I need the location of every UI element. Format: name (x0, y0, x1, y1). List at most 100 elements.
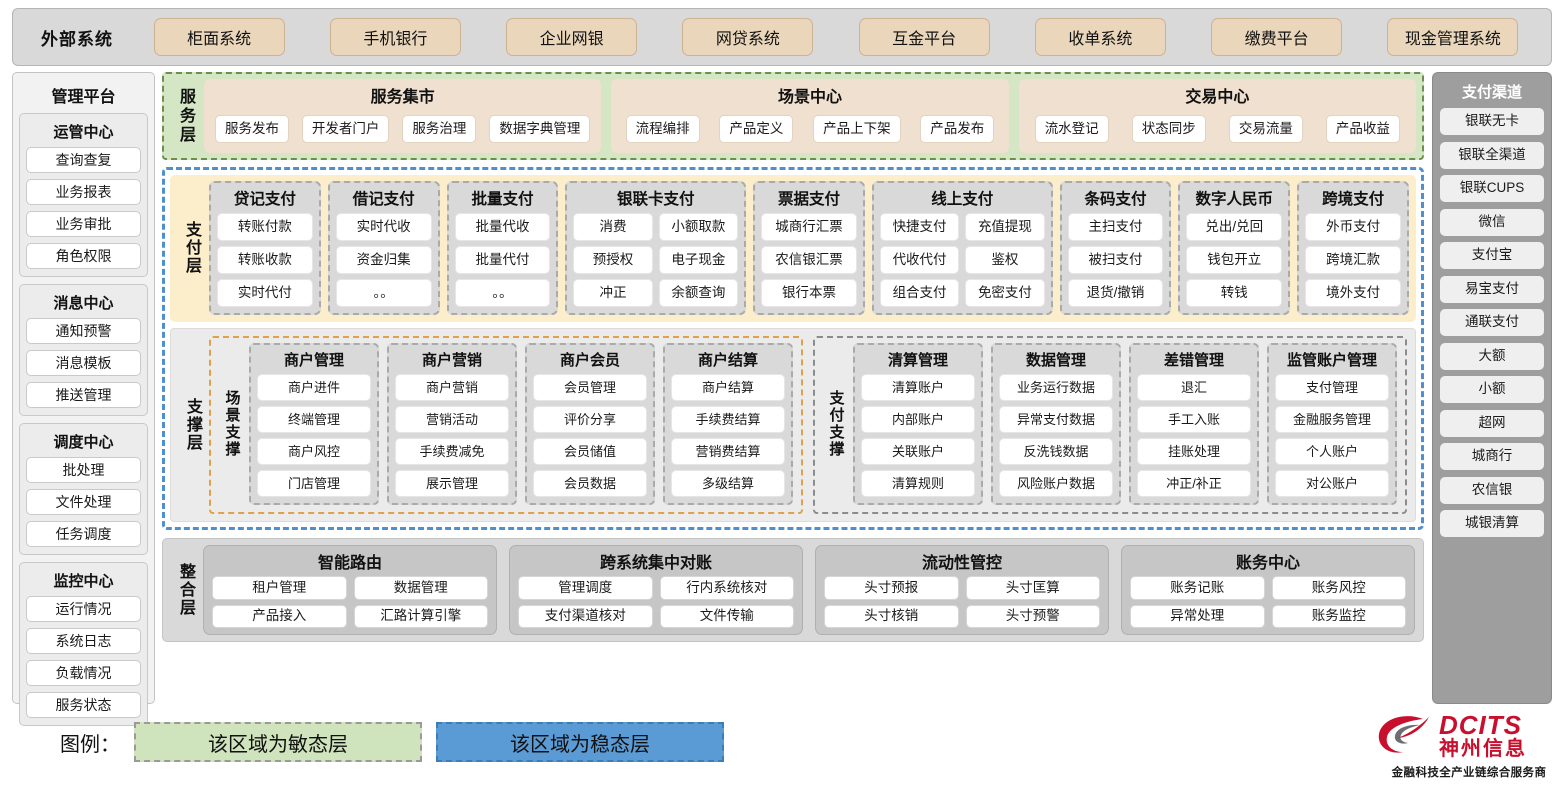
payment-item[interactable]: 外币支付 (1305, 213, 1401, 241)
integration-item[interactable]: 异常处理 (1130, 604, 1265, 628)
payment-item[interactable]: 被扫支付 (1067, 246, 1164, 274)
payment-item[interactable]: 实时代付 (217, 279, 313, 307)
payment-channel-item[interactable]: 小额 (1440, 376, 1544, 403)
payment-item[interactable]: 城商行汇票 (761, 213, 857, 241)
payment-item[interactable]: 小额取款 (658, 213, 739, 241)
support-item[interactable]: 清算规则 (861, 470, 975, 497)
payment-item[interactable]: 组合支付 (879, 279, 960, 307)
service-item[interactable]: 开发者门户 (301, 115, 390, 143)
manage-group-item[interactable]: 消息模板 (26, 350, 141, 376)
payment-channel-item[interactable]: 银联全渠道 (1440, 141, 1544, 169)
support-item[interactable]: 商户营销 (395, 374, 509, 401)
payment-item[interactable]: 境外支付 (1305, 279, 1401, 307)
payment-channel-item[interactable]: 超网 (1440, 409, 1544, 437)
payment-item[interactable]: 充值提现 (965, 213, 1045, 241)
support-item[interactable]: 终端管理 (257, 406, 371, 433)
service-item[interactable]: 交易流量 (1228, 115, 1303, 143)
external-system-chip[interactable]: 手机银行 (329, 18, 461, 56)
payment-channel-item[interactable]: 银联CUPS (1440, 175, 1544, 202)
payment-item[interactable]: 冲正 (573, 279, 653, 307)
integration-item[interactable]: 头寸预警 (965, 604, 1100, 628)
support-item[interactable]: 金融服务管理 (1275, 406, 1389, 433)
payment-item[interactable]: 余额查询 (658, 279, 739, 307)
service-item[interactable]: 流水登记 (1034, 115, 1109, 143)
payment-item[interactable]: 转钱 (1186, 279, 1283, 307)
payment-item[interactable]: 批量代收 (454, 213, 551, 241)
support-item[interactable]: 门店管理 (257, 470, 371, 497)
support-item[interactable]: 内部账户 (861, 406, 975, 433)
integration-item[interactable]: 行内系统核对 (659, 576, 794, 600)
payment-channel-item[interactable]: 大额 (1440, 342, 1544, 370)
payment-channel-item[interactable]: 城商行 (1440, 443, 1544, 470)
support-item[interactable]: 退汇 (1137, 374, 1251, 401)
integration-item[interactable]: 头寸预报 (824, 576, 959, 600)
payment-item[interactable]: 代收代付 (879, 246, 960, 274)
payment-item[interactable]: 。。 (335, 279, 432, 307)
integration-item[interactable]: 账务记账 (1130, 576, 1265, 600)
payment-item[interactable]: 主扫支付 (1067, 213, 1164, 241)
payment-channel-item[interactable]: 银联无卡 (1440, 108, 1544, 135)
payment-item[interactable]: 退货/撤销 (1067, 279, 1164, 307)
support-item[interactable]: 商户风控 (257, 438, 371, 465)
payment-item[interactable]: 消费 (573, 213, 653, 241)
payment-item[interactable]: 实时代收 (335, 213, 432, 241)
integration-item[interactable]: 账务风控 (1271, 576, 1406, 600)
manage-group-item[interactable]: 推送管理 (26, 382, 141, 408)
payment-item[interactable]: 鉴权 (965, 246, 1045, 274)
support-item[interactable]: 个人账户 (1275, 438, 1389, 465)
payment-item[interactable]: 转账收款 (217, 246, 313, 274)
manage-group-item[interactable]: 通知预警 (26, 318, 141, 344)
integration-item[interactable]: 头寸核销 (824, 604, 959, 628)
support-item[interactable]: 手续费减免 (395, 438, 509, 465)
support-item[interactable]: 会员储值 (533, 438, 647, 465)
payment-item[interactable]: 。。 (454, 279, 551, 307)
integration-item[interactable]: 租户管理 (212, 576, 347, 600)
manage-group-item[interactable]: 业务审批 (26, 211, 141, 237)
external-system-chip[interactable]: 收单系统 (1034, 18, 1166, 56)
payment-item[interactable]: 批量代付 (454, 246, 551, 274)
service-item[interactable]: 产品收益 (1325, 115, 1400, 143)
payment-channel-item[interactable]: 城银清算 (1440, 510, 1544, 537)
support-item[interactable]: 手续费结算 (671, 406, 785, 433)
manage-group-item[interactable]: 系统日志 (26, 628, 141, 654)
support-item[interactable]: 多级结算 (671, 470, 785, 497)
payment-item[interactable]: 银行本票 (761, 279, 857, 307)
support-item[interactable]: 关联账户 (861, 438, 975, 465)
payment-item[interactable]: 预授权 (573, 246, 653, 274)
manage-group-item[interactable]: 任务调度 (26, 521, 141, 547)
service-item[interactable]: 流程编排 (625, 115, 700, 143)
manage-group-item[interactable]: 文件处理 (26, 489, 141, 515)
external-system-chip[interactable]: 柜面系统 (153, 18, 285, 56)
external-system-chip[interactable]: 网贷系统 (682, 18, 814, 56)
payment-channel-item[interactable]: 支付宝 (1440, 242, 1544, 269)
support-item[interactable]: 风险账户数据 (999, 470, 1113, 497)
support-item[interactable]: 评价分享 (533, 406, 647, 433)
payment-item[interactable]: 电子现金 (658, 246, 739, 274)
integration-item[interactable]: 文件传输 (659, 604, 794, 628)
manage-group-item[interactable]: 负载情况 (26, 660, 141, 686)
integration-item[interactable]: 支付渠道核对 (518, 604, 653, 628)
support-item[interactable]: 商户结算 (671, 374, 785, 401)
service-item[interactable]: 服务治理 (402, 115, 477, 143)
support-item[interactable]: 营销费结算 (671, 438, 785, 465)
manage-group-item[interactable]: 批处理 (26, 457, 141, 483)
payment-channel-item[interactable]: 易宝支付 (1440, 275, 1544, 303)
support-item[interactable]: 异常支付数据 (999, 406, 1113, 433)
support-item[interactable]: 会员管理 (533, 374, 647, 401)
support-item[interactable]: 商户进件 (257, 374, 371, 401)
manage-group-item[interactable]: 角色权限 (26, 243, 141, 269)
support-item[interactable]: 业务运行数据 (999, 374, 1113, 401)
payment-item[interactable]: 转账付款 (217, 213, 313, 241)
external-system-chip[interactable]: 企业网银 (506, 18, 638, 56)
payment-item[interactable]: 钱包开立 (1186, 246, 1283, 274)
service-item[interactable]: 产品定义 (719, 115, 794, 143)
payment-channel-item[interactable]: 微信 (1440, 208, 1544, 236)
support-item[interactable]: 展示管理 (395, 470, 509, 497)
payment-item[interactable]: 免密支付 (965, 279, 1045, 307)
service-item[interactable]: 产品上下架 (813, 115, 901, 143)
integration-item[interactable]: 汇路计算引擎 (353, 604, 488, 628)
support-item[interactable]: 会员数据 (533, 470, 647, 497)
support-item[interactable]: 冲正/补正 (1137, 470, 1251, 497)
payment-item[interactable]: 跨境汇款 (1305, 246, 1401, 274)
support-item[interactable]: 支付管理 (1275, 374, 1389, 401)
